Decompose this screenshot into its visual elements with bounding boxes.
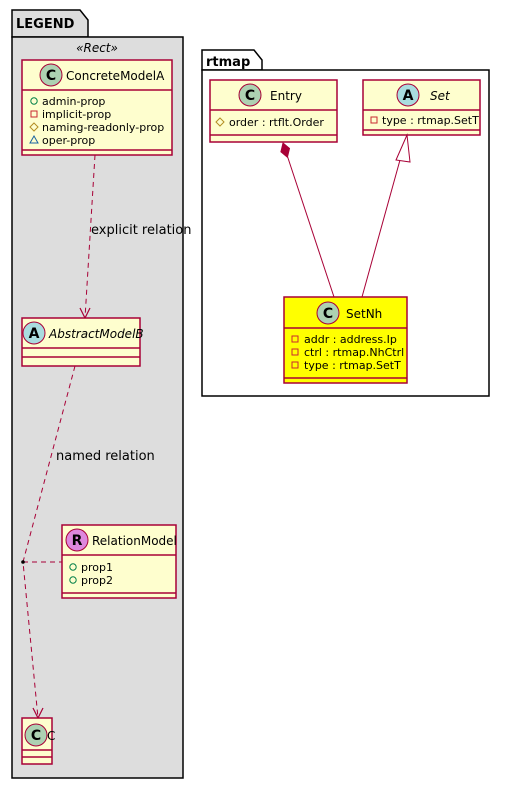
prop-type: type : rtmap.SetT xyxy=(304,359,401,372)
class-badge-icon: C xyxy=(316,301,340,325)
prop-ctrl: ctrl : rtmap.NhCtrl xyxy=(304,346,404,359)
prop-order: order : rtflt.Order xyxy=(229,116,324,129)
private-icon xyxy=(291,361,299,369)
class-badge-icon: C xyxy=(39,63,63,87)
class-setnh[interactable]: C SetNh addr : address.Ip ctrl : rtmap.N… xyxy=(283,296,408,384)
prop-implicit: implicit-prop xyxy=(42,108,111,121)
class-name: Set xyxy=(430,89,451,103)
class-name: SetNh xyxy=(346,307,382,321)
public-icon xyxy=(30,97,38,105)
svg-text:A: A xyxy=(403,88,414,104)
composition-relation xyxy=(280,142,335,298)
prop-naming-readonly: naming-readonly-prop xyxy=(42,121,164,134)
class-name: ConcreteModelA xyxy=(66,69,165,83)
abstract-badge-icon: A xyxy=(396,83,420,107)
abstract-badge-icon: A xyxy=(22,321,46,345)
explicit-relation: explicit relation xyxy=(79,154,191,320)
legend-package-title: LEGEND xyxy=(16,17,75,32)
named-relation-label: named relation xyxy=(56,449,155,464)
public-icon xyxy=(69,576,77,584)
class-abstract-model-b[interactable]: A AbstractModelB xyxy=(21,317,144,367)
class-name: Entry xyxy=(270,89,302,103)
prop-type: type : rtmap.SetT xyxy=(382,114,479,127)
explicit-relation-label: explicit relation xyxy=(91,223,191,238)
relation-badge-icon: R xyxy=(65,528,89,552)
protected-icon xyxy=(215,117,225,127)
legend-stereotype: «Rect» xyxy=(76,41,118,55)
generalization-relation xyxy=(361,133,411,298)
private-icon xyxy=(30,110,38,118)
package-icon xyxy=(29,134,39,144)
svg-text:R: R xyxy=(72,533,83,549)
svg-text:C: C xyxy=(245,88,255,104)
class-c[interactable]: C C xyxy=(21,717,55,765)
class-name: C xyxy=(47,729,55,743)
legend-package: LEGEND «Rect» xyxy=(11,9,184,779)
prop-admin: admin-prop xyxy=(42,95,105,108)
class-badge-icon: C xyxy=(24,723,48,747)
prop-oper: oper-prop xyxy=(42,134,95,147)
svg-text:A: A xyxy=(29,326,40,342)
svg-text:C: C xyxy=(31,728,41,744)
class-badge-icon: C xyxy=(238,83,262,107)
class-relation-model[interactable]: R RelationModel prop1 prop2 xyxy=(61,524,177,599)
class-set[interactable]: A Set type : rtmap.SetT xyxy=(362,79,481,136)
class-entry[interactable]: C Entry order : rtflt.Order xyxy=(209,79,338,143)
svg-text:C: C xyxy=(46,68,56,84)
rtmap-package-title: rtmap xyxy=(206,55,250,70)
public-icon xyxy=(69,563,77,571)
svg-text:C: C xyxy=(323,306,333,322)
private-icon xyxy=(291,348,299,356)
prop-addr: addr : address.Ip xyxy=(304,333,397,346)
prop-1: prop1 xyxy=(81,561,113,574)
private-icon xyxy=(291,335,299,343)
class-name: RelationModel xyxy=(92,534,177,548)
class-name: AbstractModelB xyxy=(48,327,144,341)
protected-icon xyxy=(29,122,39,132)
class-concrete-model-a[interactable]: C ConcreteModelA admin-prop implicit-pro… xyxy=(21,59,173,156)
private-icon xyxy=(370,116,378,124)
prop-2: prop2 xyxy=(81,574,113,587)
